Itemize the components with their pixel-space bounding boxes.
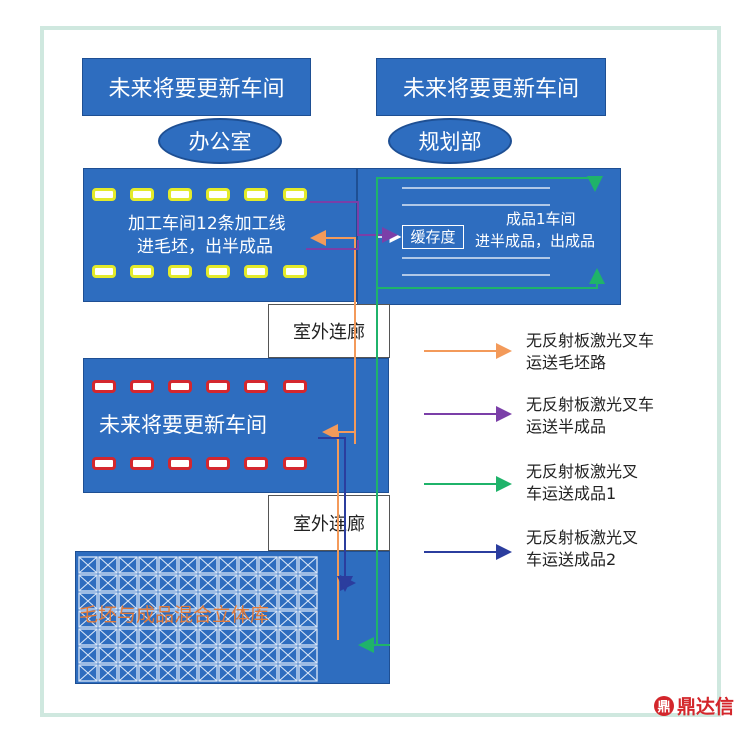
legend-purple-line2: 运送半成品 bbox=[526, 416, 607, 436]
warehouse-label: 毛坯与成品混合立体库 bbox=[79, 604, 270, 626]
legend-green-line2: 车运送成品1 bbox=[526, 483, 617, 503]
office-ellipse: 办公室 bbox=[158, 118, 282, 164]
green-route bbox=[376, 176, 603, 645]
legend-navy-line2: 车运送成品2 bbox=[526, 549, 617, 569]
machine-slot bbox=[130, 380, 154, 393]
legend-orange-line1: 无反射板激光叉车 bbox=[526, 331, 655, 350]
planning-label: 规划部 bbox=[418, 130, 482, 154]
top-right-workshop: 未来将要更新车间 bbox=[376, 58, 606, 116]
machining-label-1: 加工车间12条加工线 bbox=[128, 214, 286, 234]
machine-slot bbox=[244, 188, 268, 201]
machine-slot bbox=[130, 457, 154, 470]
machine-slot bbox=[206, 188, 230, 201]
logo-icon: 鼎 bbox=[653, 695, 674, 716]
machine-slot bbox=[244, 380, 268, 393]
machine-slot bbox=[168, 380, 192, 393]
logo-text: 鼎达信 bbox=[676, 696, 734, 718]
machine-slot bbox=[206, 265, 230, 278]
machine-slot bbox=[92, 457, 116, 470]
machine-slot bbox=[130, 265, 154, 278]
machine-slot bbox=[206, 380, 230, 393]
top-right-workshop-label: 未来将要更新车间 bbox=[402, 77, 579, 102]
corridor-2-label: 室外连廊 bbox=[293, 514, 365, 535]
buffer-label: 缓存度 bbox=[410, 228, 456, 246]
finished-label-2: 进半成品，出成品 bbox=[475, 232, 596, 250]
top-left-workshop-label: 未来将要更新车间 bbox=[108, 77, 285, 102]
corridor-2: 室外连廊 bbox=[268, 495, 390, 551]
office-label: 办公室 bbox=[188, 130, 252, 154]
finished-label-1: 成品1车间 bbox=[506, 210, 576, 228]
machine-slot bbox=[168, 457, 192, 470]
legend-green-line1: 无反射板激光叉 bbox=[526, 462, 639, 481]
legend-purple-line1: 无反射板激光叉车 bbox=[526, 395, 655, 414]
legend-item-purple: 无反射板激光叉车 运送半成品 bbox=[526, 394, 654, 437]
navy-route bbox=[318, 437, 356, 591]
machine-slot bbox=[283, 380, 307, 393]
corridor-1-label: 室外连廊 bbox=[293, 322, 365, 343]
machine-slot bbox=[244, 265, 268, 278]
planning-ellipse: 规划部 bbox=[388, 118, 512, 164]
machine-slot bbox=[283, 457, 307, 470]
legend-navy-line1: 无反射板激光叉 bbox=[526, 528, 639, 547]
machine-slot bbox=[92, 380, 116, 393]
legend-item-navy: 无反射板激光叉 车运送成品2 bbox=[526, 527, 638, 570]
machine-slot bbox=[244, 457, 268, 470]
machine-slot bbox=[283, 265, 307, 278]
machining-label-2: 进毛坯，出半成品 bbox=[137, 237, 273, 257]
corridor-1: 室外连廊 bbox=[268, 304, 390, 358]
middle-workshop-label: 未来将要更新车间 bbox=[99, 413, 267, 437]
machine-slot bbox=[206, 457, 230, 470]
legend-item-orange: 无反射板激光叉车 运送毛坯路 bbox=[526, 330, 654, 373]
brand-logo: 鼎 鼎达信 bbox=[653, 692, 734, 719]
machine-slot bbox=[92, 188, 116, 201]
machine-slot bbox=[92, 265, 116, 278]
machine-slot bbox=[283, 188, 307, 201]
machine-slot bbox=[168, 188, 192, 201]
green-route-2 bbox=[377, 268, 605, 289]
purple-route bbox=[310, 201, 398, 243]
machine-slot bbox=[168, 265, 192, 278]
legend-orange-line2: 运送毛坯路 bbox=[526, 352, 607, 372]
top-left-workshop: 未来将要更新车间 bbox=[82, 58, 311, 116]
purple-route-2 bbox=[306, 240, 359, 250]
machine-slot bbox=[130, 188, 154, 201]
legend-item-green: 无反射板激光叉 车运送成品1 bbox=[526, 461, 638, 504]
buffer-box: 缓存度 bbox=[402, 225, 464, 249]
